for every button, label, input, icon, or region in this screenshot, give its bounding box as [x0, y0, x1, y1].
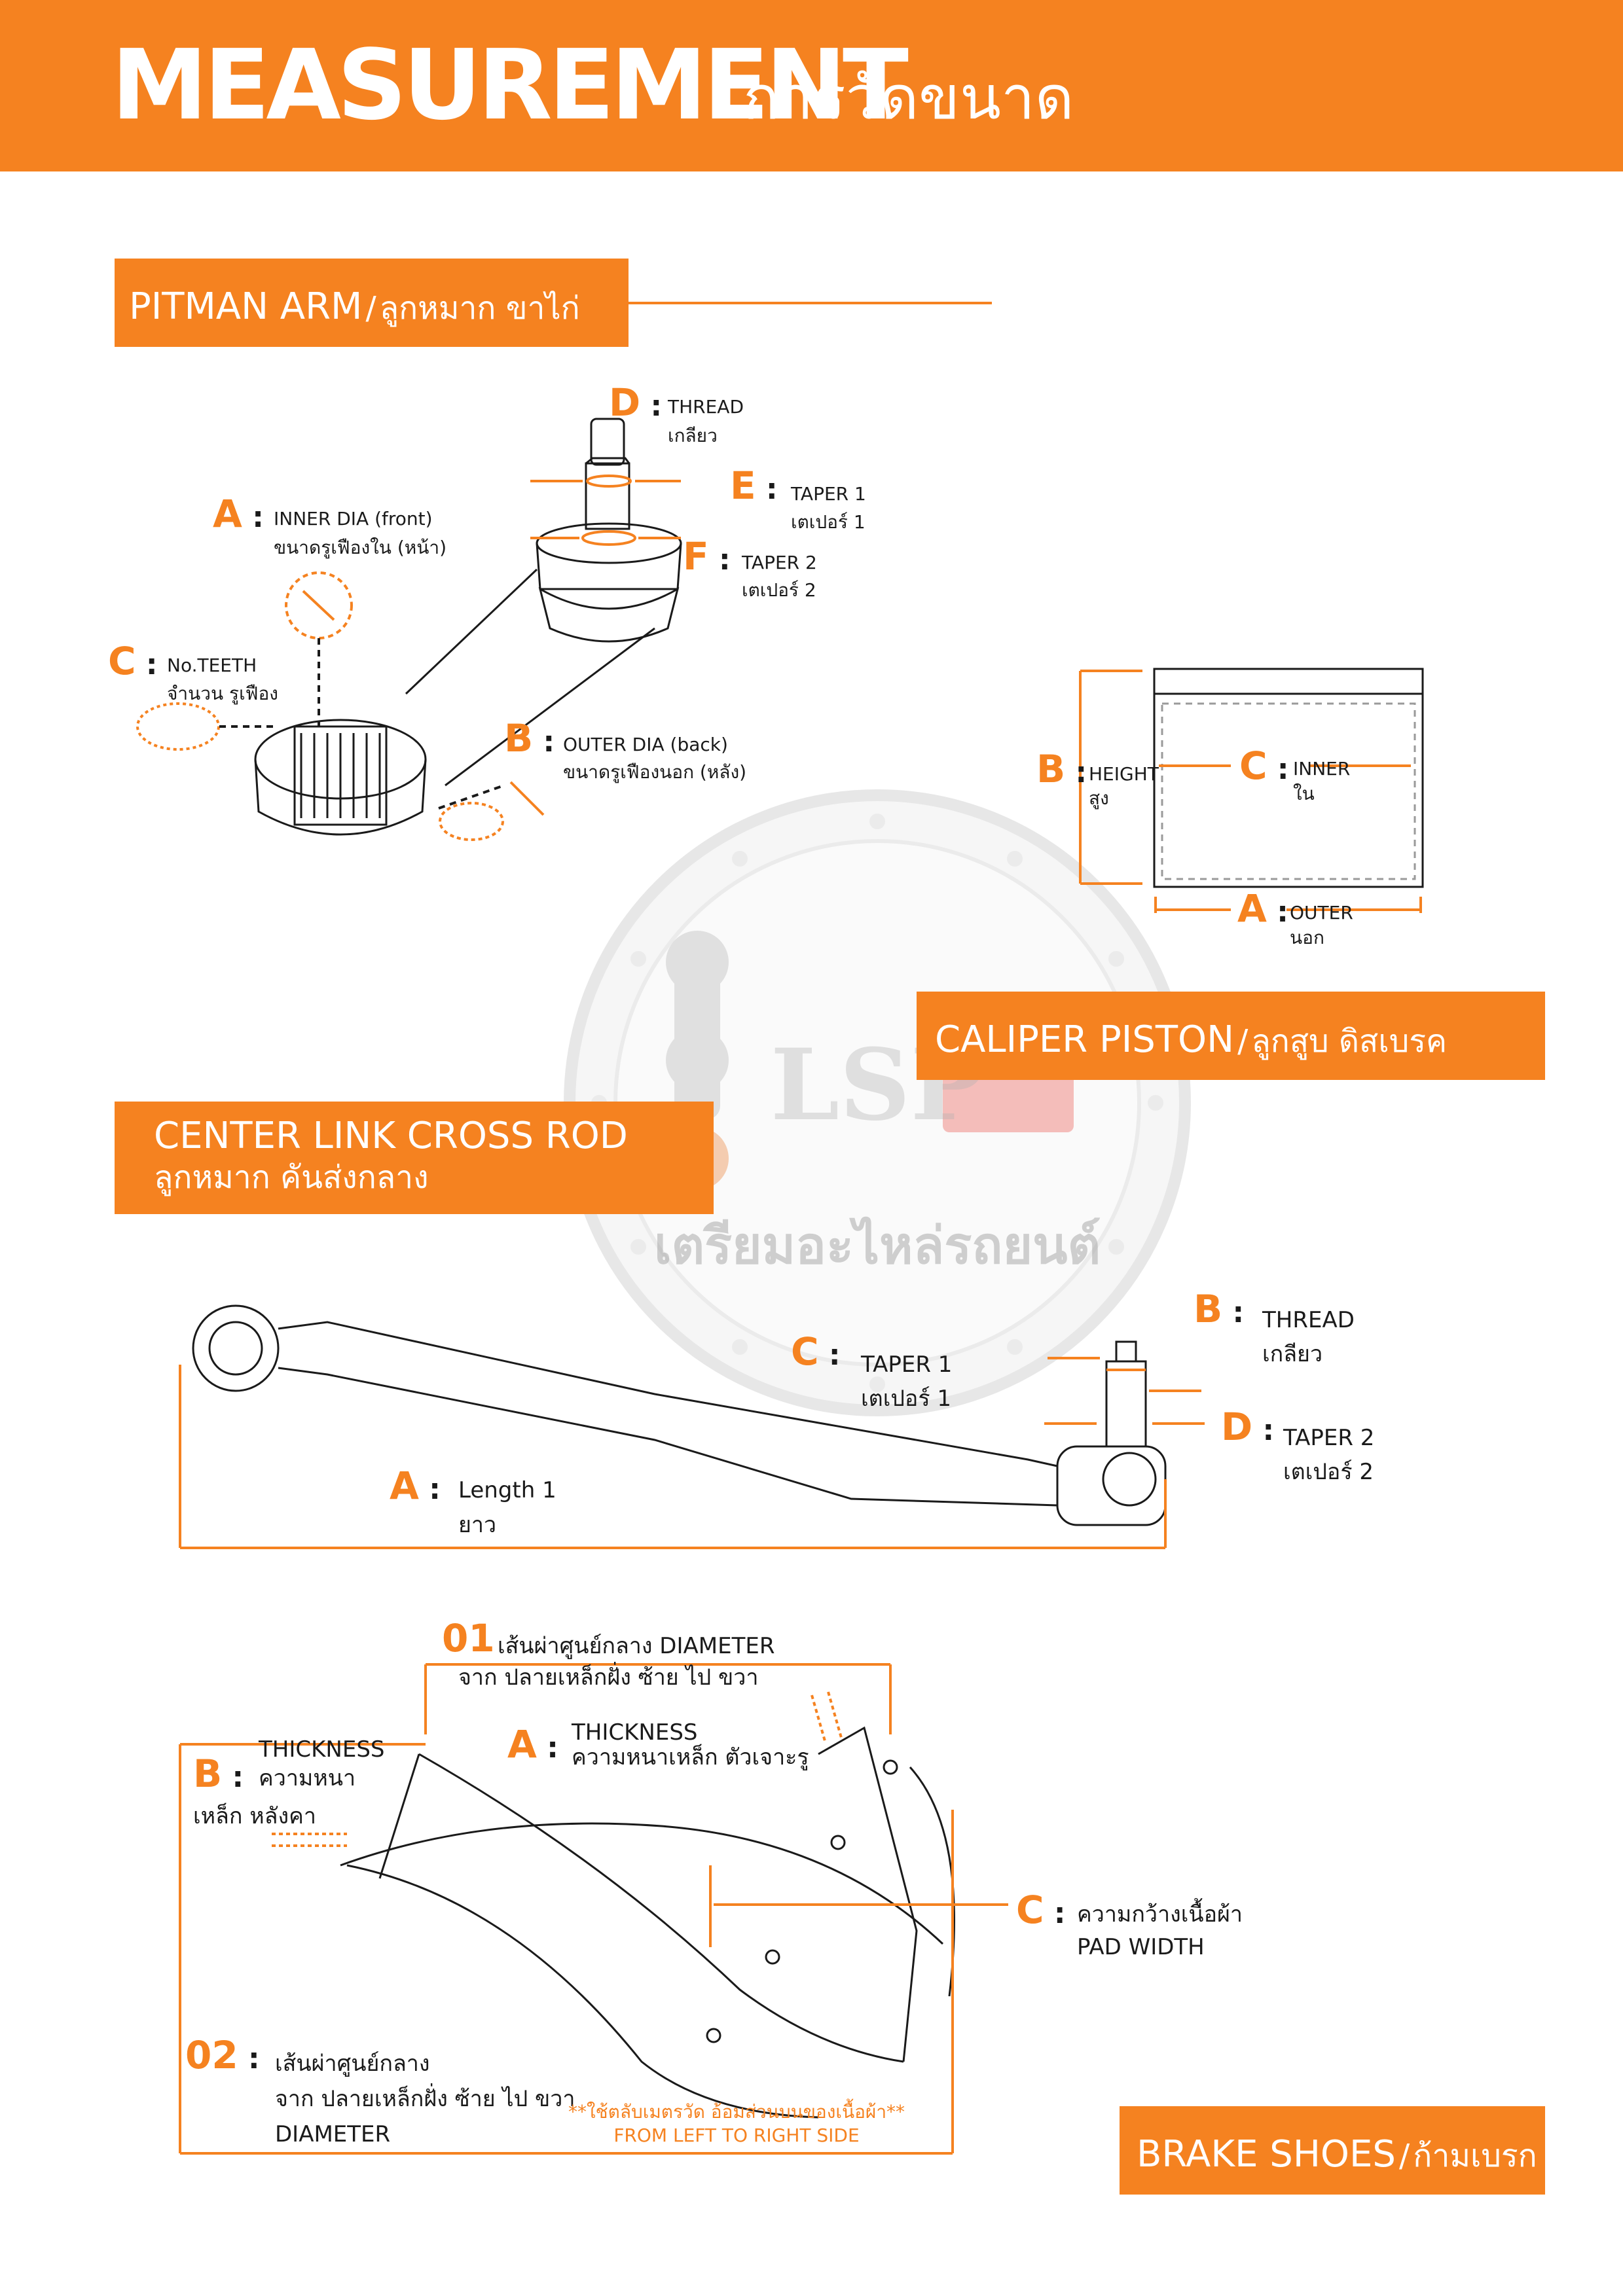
pitman-b-en: OUTER DIA (back) — [563, 734, 728, 755]
brake-c-en: PAD WIDTH — [1077, 1934, 1205, 1960]
caliper-piston-banner: CALIPER PISTON / ลูกสูบ ดิสเบรค — [917, 992, 1545, 1080]
pitman-a-en: INNER DIA (front) — [274, 508, 433, 529]
pitman-f-th: เตเปอร์ 2 — [742, 579, 816, 601]
header-bar — [0, 0, 1623, 171]
watermark-text: เตรียมอะไหล่รถยนต์ — [654, 1216, 1101, 1276]
pitman-arm-title: PITMAN ARM — [129, 285, 363, 328]
center-link-c-en: TAPER 1 — [861, 1352, 953, 1378]
pitman-a-th: ขนาดรูเฟืองใน (หน้า) — [274, 537, 447, 558]
brake-note-en: FROM LEFT TO RIGHT SIDE — [613, 2125, 860, 2146]
brake-b-label: B : — [193, 1751, 244, 1796]
caliper-a-th: นอก — [1290, 927, 1324, 948]
brake-01-line1: เส้นผ่าศูนย์กลาง DIAMETER — [498, 1633, 775, 1659]
pitman-c-label: C : — [108, 639, 158, 683]
caliper-c-en: INNER — [1293, 758, 1351, 780]
pitman-a-label: A : — [213, 492, 264, 536]
brake-c-label: C : — [1016, 1888, 1066, 1932]
brake-b-th2: เหล็ก หลังคา — [193, 1803, 316, 1829]
page-title: MEASUREMENT — [111, 29, 909, 141]
center-link-b-en: THREAD — [1262, 1307, 1355, 1333]
center-link-b-label: B : — [1194, 1287, 1245, 1331]
center-link-drawing — [192, 1304, 1167, 1526]
pitman-e-label: E : — [730, 463, 778, 508]
center-link-a-th: ยาว — [458, 1512, 497, 1538]
pitman-e-th: เตเปอร์ 1 — [791, 511, 866, 533]
pitman-f-en: TAPER 2 — [742, 552, 817, 573]
center-link-a-en: Length 1 — [458, 1477, 556, 1503]
pitman-b-label: B : — [504, 716, 555, 761]
pitman-f-label: F : — [683, 534, 731, 579]
brake-note-thai: **ใช้ตลับเมตรวัด อ้อมส่วนบนของเนื้อผ้า** — [568, 2101, 905, 2123]
brake-c-th: ความกว้างเนื้อผ้า — [1077, 1901, 1243, 1928]
center-link-a-label: A : — [390, 1463, 441, 1508]
caliper-piston-drawing — [1153, 668, 1424, 888]
pitman-b-th: ขนาดรูเฟืองนอก (หลัง) — [563, 761, 747, 783]
caliper-piston-title: CALIPER PISTON — [935, 1018, 1234, 1061]
pitman-c-en: No.TEETH — [167, 655, 257, 676]
center-link-title: CENTER LINK CROSS ROD — [154, 1115, 628, 1157]
brake-01-label: 01 — [442, 1616, 495, 1660]
center-link-c-th: เตเปอร์ 1 — [861, 1386, 952, 1412]
caliper-piston-title-thai: ลูกสูบ ดิสเบรค — [1251, 1023, 1448, 1060]
pitman-arm-drawing — [254, 418, 682, 836]
brake-b-th: ความหนา — [259, 1765, 356, 1791]
brake-b-en: THICKNESS — [259, 1736, 385, 1763]
banner-separator: / — [365, 290, 376, 327]
pitman-d-label: D : — [609, 380, 663, 425]
center-link-b-th: เกลียว — [1262, 1341, 1323, 1367]
brake-02-label: 02 : — [185, 2033, 260, 2077]
caliper-b-th: สูง — [1089, 787, 1109, 809]
pitman-c-th: จำนวน รูเฟือง — [167, 683, 278, 704]
pitman-d-th: เกลียว — [668, 425, 718, 446]
caliper-b-en: HEIGHT — [1089, 763, 1159, 785]
brake-02-line1: เส้นผ่าศูนย์กลาง — [275, 2051, 430, 2077]
caliper-a-label: A : — [1237, 886, 1288, 931]
brake-shoes-title: BRAKE SHOES — [1137, 2133, 1396, 2176]
pitman-e-en: TAPER 1 — [791, 483, 866, 505]
center-link-title-thai: ลูกหมาก คันส่งกลาง — [154, 1159, 429, 1196]
center-link-c-label: C : — [791, 1329, 841, 1374]
brake-shoes-title-thai: ก้ามเบรก — [1413, 2138, 1537, 2174]
brake-a-en: THICKNESS — [572, 1719, 698, 1746]
center-link-d-en: TAPER 2 — [1283, 1425, 1375, 1451]
brake-02-line3: DIAMETER — [275, 2121, 391, 2147]
brake-shoes-banner: BRAKE SHOES / ก้ามเบรก — [1120, 2106, 1545, 2195]
page-title-thai: การวัดขนาด — [743, 63, 1074, 133]
pitman-arm-title-thai: ลูกหมาก ขาไก่ — [379, 290, 580, 327]
watermark-logo — [564, 789, 1191, 1416]
brake-shoe-drawing — [340, 1726, 955, 2119]
caliper-c-label: C : — [1239, 744, 1289, 788]
caliper-a-en: OUTER — [1290, 902, 1353, 924]
center-link-d-label: D : — [1221, 1405, 1275, 1449]
pitman-arm-banner: PITMAN ARM / ลูกหมาก ขาไก่ — [115, 259, 629, 347]
brake-a-th: ความหนาเหล็ก ตัวเจาะรู — [572, 1744, 809, 1770]
center-link-d-th: เตเปอร์ 2 — [1283, 1459, 1374, 1485]
caliper-c-th: ใน — [1293, 783, 1315, 804]
brake-02-line2: จาก ปลายเหล็กฝั่ง ซ้าย ไป ขวา — [275, 2086, 575, 2112]
banner-separator: / — [1399, 2138, 1410, 2174]
banner-separator: / — [1237, 1023, 1249, 1060]
brake-a-label: A : — [507, 1722, 558, 1767]
pitman-d-en: THREAD — [668, 396, 744, 418]
brake-01-line2: จาก ปลายเหล็กฝั่ง ซ้าย ไป ขวา — [458, 1664, 759, 1691]
caliper-b-label: B : — [1036, 747, 1087, 791]
center-link-banner: CENTER LINK CROSS ROD ลูกหมาก คันส่งกลาง — [115, 1102, 714, 1214]
